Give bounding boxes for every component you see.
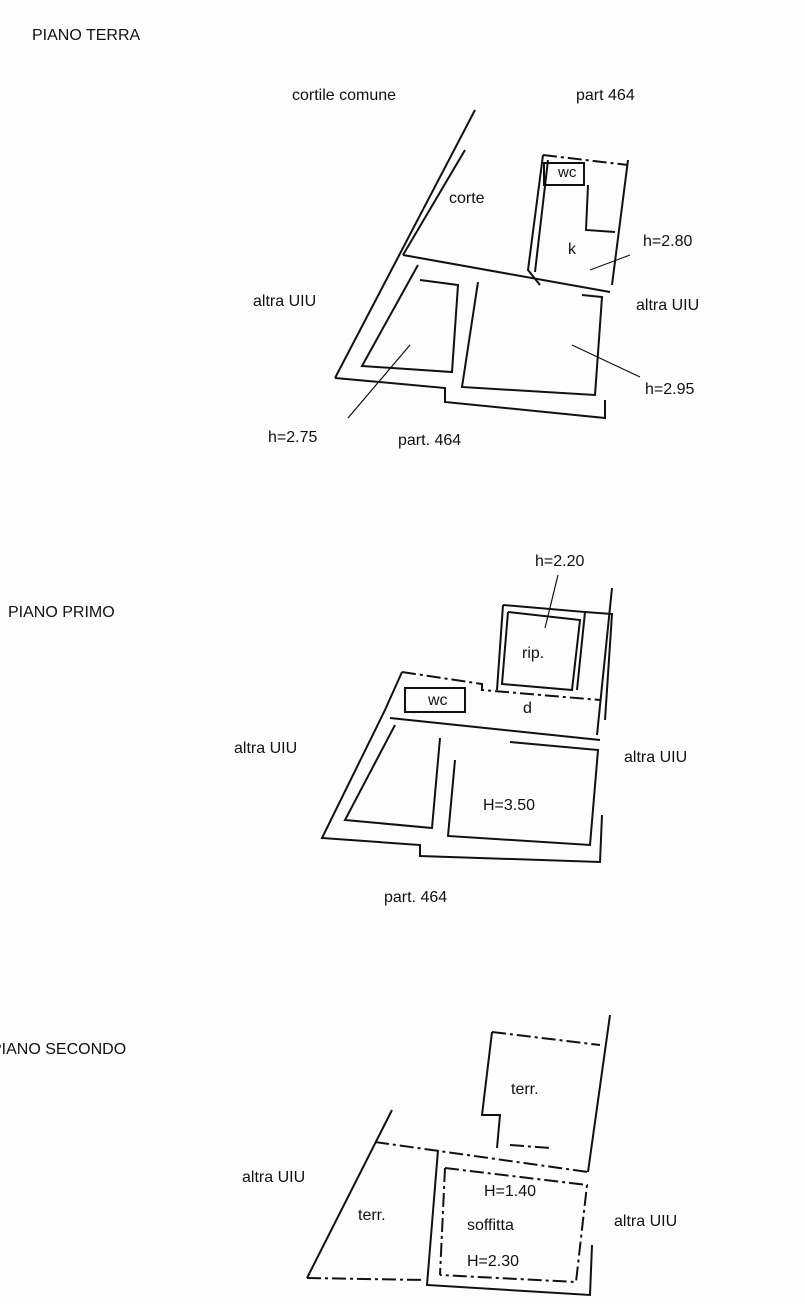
label-altra-uiu: altra UIU <box>234 740 298 757</box>
label-height: h=2.95 <box>645 381 695 398</box>
label-part-464: part. 464 <box>398 432 462 449</box>
label-part-464-top: part 464 <box>576 87 635 104</box>
label-k: k <box>568 241 576 258</box>
label-altra-uiu: altra UIU <box>253 293 317 310</box>
label-corte: corte <box>449 190 485 207</box>
plan-piano-secondo <box>306 1014 611 1297</box>
label-height: H=3.50 <box>483 797 536 814</box>
label-terr: terr. <box>511 1081 539 1098</box>
label-terr: terr. <box>358 1207 386 1224</box>
label-altra-uiu: altra UIU <box>624 749 688 766</box>
label-height: H=2.30 <box>467 1253 520 1270</box>
label-part-464: part. 464 <box>384 889 448 906</box>
label-altra-uiu: altra UIU <box>242 1169 306 1186</box>
plan-piano-primo <box>320 574 614 864</box>
label-height: h=2.75 <box>268 429 318 446</box>
label-d: d <box>523 700 532 717</box>
floor-title-piano-secondo: PIANO SECONDO <box>0 1041 127 1058</box>
label-height: h=2.20 <box>535 553 585 570</box>
label-altra-uiu: altra UIU <box>614 1213 678 1230</box>
label-wc: wc <box>428 692 448 709</box>
label-wc: wc <box>558 164 577 181</box>
label-altra-uiu: altra UIU <box>636 297 700 314</box>
label-cortile-comune: cortile comune <box>292 87 397 104</box>
label-height: h=2.80 <box>643 233 693 250</box>
floor-title-piano-primo: PIANO PRIMO <box>8 604 115 621</box>
floor-title-piano-terra: PIANO TERRA <box>32 27 141 44</box>
plan-piano-terra <box>334 109 641 420</box>
label-soffitta: soffitta <box>467 1217 514 1234</box>
label-height: H=1.40 <box>484 1183 537 1200</box>
label-rip: rip. <box>522 645 545 662</box>
